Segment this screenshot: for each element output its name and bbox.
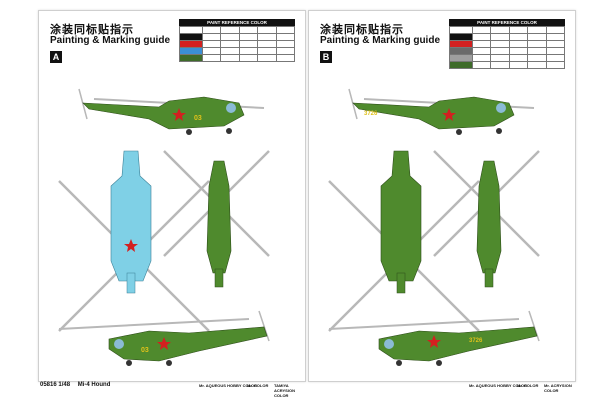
wheel (126, 360, 132, 366)
tail-number-text: 3726 (364, 111, 378, 117)
cockpit-window (114, 339, 124, 349)
title-english: Painting & Marking guide (320, 35, 441, 46)
underside-view (328, 150, 480, 332)
paint-reference-table: PAINT REFERENCE COLOR (179, 19, 296, 62)
title-chinese: 涂装同标贴指示 (50, 23, 134, 36)
paint-row (179, 54, 296, 62)
fuselage (378, 326, 538, 362)
wheel (186, 129, 192, 135)
tail-boom (126, 272, 136, 294)
tail-rotor-blade (78, 88, 88, 120)
fuselage-underside (110, 150, 152, 282)
red-star-insignia (442, 108, 456, 121)
scheme-label: A (50, 51, 62, 63)
tail-number-text: 03 (141, 347, 149, 354)
kit-name: Mi-4 Hound (77, 382, 111, 388)
helicopter-drawings-b: 3726 3726 (328, 88, 540, 366)
red-star-insignia (427, 335, 441, 348)
paint-row (449, 33, 566, 41)
tail-boom (214, 268, 224, 288)
wheel (456, 129, 462, 135)
legend-acrysion: Mr. ACRYSION COLOR (544, 383, 572, 393)
fuselage-top (476, 160, 502, 274)
cockpit-window (496, 103, 506, 113)
red-star-insignia (172, 108, 186, 121)
fuselage (352, 96, 515, 130)
kit-number: 05816 1/48 (40, 382, 71, 388)
tail-rotor-blade (258, 310, 270, 342)
legend-aqueous: Mr. AQUEOUS HOBBY COLOR (199, 383, 258, 388)
fuselage-underside (380, 150, 422, 282)
wheel (166, 360, 172, 366)
paint-row (449, 61, 566, 69)
fuselage-top (206, 160, 232, 274)
title-english: Painting & Marking guide (50, 35, 171, 46)
cockpit-window (384, 339, 394, 349)
wheel (496, 128, 502, 134)
paint-row (449, 54, 566, 62)
instruction-page-a: 涂装同标贴指示 Painting & Marking guide A PAINT… (38, 10, 306, 398)
paint-cell (545, 61, 566, 69)
tail-rotor-blade (348, 88, 358, 120)
tail-boom (484, 268, 494, 288)
red-star-insignia (124, 239, 138, 252)
title-chinese: 涂装同标贴指示 (320, 23, 404, 36)
cockpit-window (226, 103, 236, 113)
side-view-bottom: 3726 (328, 310, 540, 366)
tail-rotor-blade (528, 310, 540, 342)
main-rotor-blade (328, 318, 520, 330)
side-view-top: 3726 (348, 88, 535, 135)
helicopter-drawings-a: 03 03 (58, 88, 270, 366)
paint-reference-table: PAINT REFERENCE COLOR (449, 19, 566, 69)
wheel (226, 128, 232, 134)
tail-number-text: 3726 (469, 338, 483, 344)
side-view-bottom: 03 (58, 310, 270, 366)
fuselage (82, 96, 245, 130)
fuselage (108, 326, 268, 362)
red-star-insignia (157, 337, 171, 350)
legend-mr-color: Mr. COLOR (247, 383, 269, 388)
side-view-top: 03 (78, 88, 265, 135)
footer: 05816 1/48 Mi-4 Hound (40, 382, 110, 388)
main-rotor-blade (58, 318, 250, 330)
top-view (163, 150, 270, 288)
top-view (433, 150, 540, 288)
tail-number-text: 03 (194, 115, 202, 122)
paint-row (179, 47, 296, 55)
legend-aqueous: Mr. AQUEOUS HOBBY COLOR (469, 383, 528, 388)
instruction-page-b: 涂装同标贴指示 Painting & Marking guide B PAINT… (308, 10, 576, 393)
paint-table-title: PAINT REFERENCE COLOR (449, 19, 565, 26)
tail-boom (396, 272, 406, 294)
underside-view (58, 150, 210, 332)
legend-tamiya: TAMIYA ACRYSION COLOR (274, 383, 295, 398)
scheme-label: B (320, 51, 332, 63)
wheel (396, 360, 402, 366)
paint-table-body (449, 26, 566, 69)
paint-cell (275, 54, 296, 62)
paint-row (449, 47, 566, 55)
paint-table-body (179, 26, 296, 62)
legend-mr-color: Mr. COLOR (517, 383, 539, 388)
wheel (436, 360, 442, 366)
paint-table-title: PAINT REFERENCE COLOR (179, 19, 295, 26)
